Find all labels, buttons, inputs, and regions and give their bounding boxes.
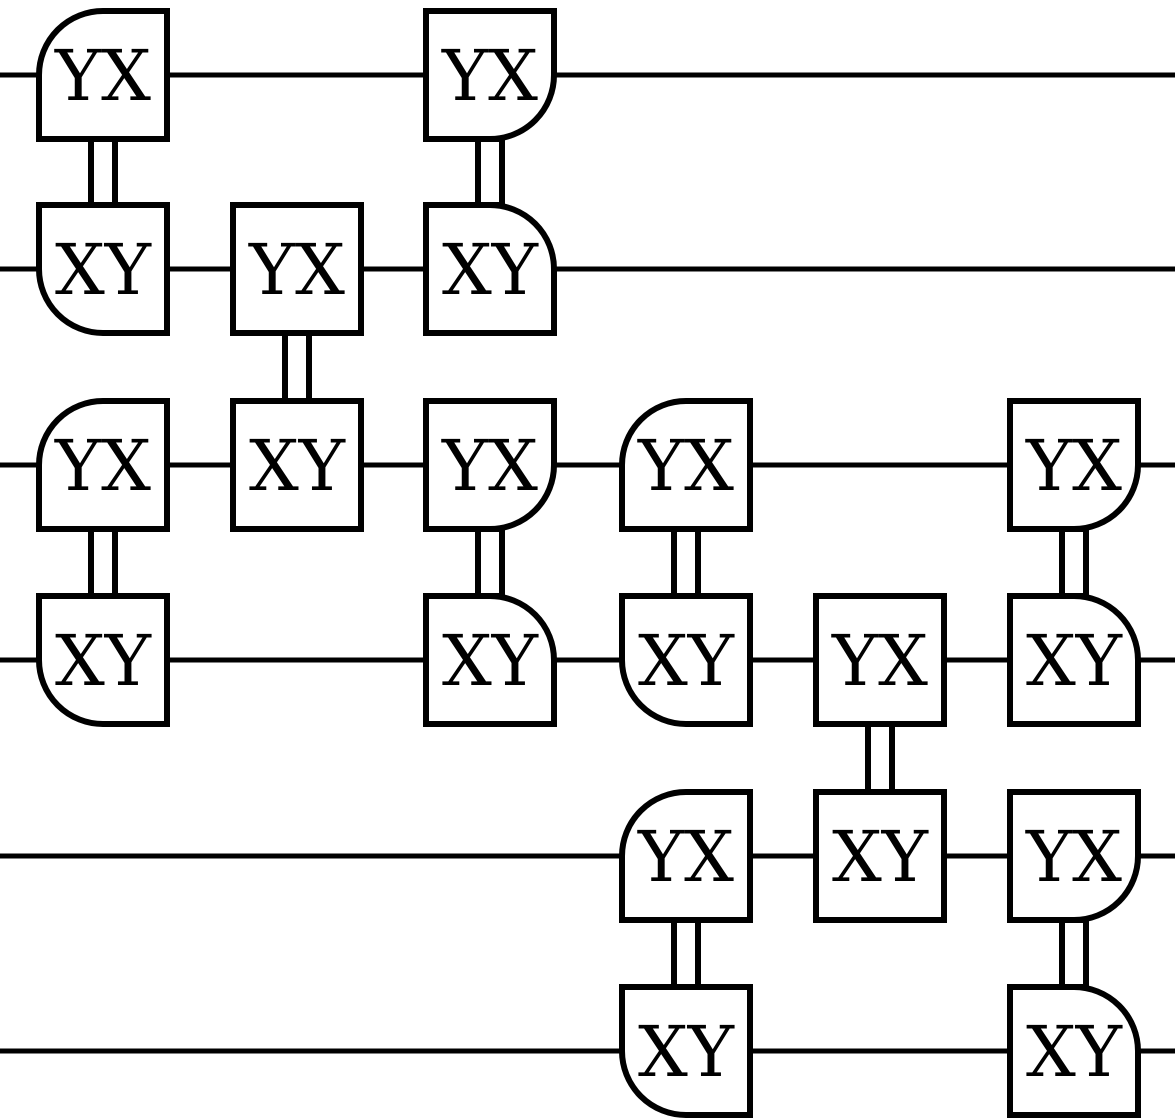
gate-label: YX [441, 425, 538, 507]
gate-xy-9: XY [423, 593, 557, 727]
gate-box [423, 593, 557, 727]
gate-label: XY [638, 1011, 735, 1093]
gate-label: YX [1025, 425, 1122, 507]
gate-xy-1: XY [36, 202, 170, 336]
gate-box [423, 202, 557, 336]
gate-label: YX [637, 425, 734, 507]
gate-label: YX [54, 425, 151, 507]
gate-box [619, 789, 753, 923]
gate-box [619, 593, 753, 727]
gate-xy-15: XY [813, 789, 947, 923]
gate-label: XY [55, 620, 152, 702]
gate-box [1007, 984, 1141, 1118]
gate-label: YX [1025, 816, 1122, 898]
gate-box [36, 593, 170, 727]
gate-yx-12: YX [1007, 398, 1141, 532]
gate-yx-8: YX [423, 398, 557, 532]
gate-box [619, 398, 753, 532]
gate-label: XY [832, 816, 929, 898]
gate-box [619, 984, 753, 1118]
gate-box [230, 398, 364, 532]
gate-xy-17: XY [619, 984, 753, 1118]
gate-box [1007, 593, 1141, 727]
gate-label: YX [441, 35, 538, 117]
gate-label: YX [637, 816, 734, 898]
gate-box [36, 202, 170, 336]
gates: YX XY YX XY YX XY YX XY YX XY YX XY YX XY YX XY YX XY YX XY [36, 8, 1141, 1118]
gate-yx-0: YX [36, 8, 170, 142]
gate-yx-10: YX [619, 398, 753, 532]
gate-yx-6: YX [36, 398, 170, 532]
gate-xy-19: XY [1007, 984, 1141, 1118]
gate-box [423, 8, 557, 142]
gate-xy-5: XY [230, 398, 364, 532]
gate-label: XY [442, 620, 539, 702]
gate-box [423, 398, 557, 532]
gate-box [36, 398, 170, 532]
gate-label: YX [54, 35, 151, 117]
gate-yx-4: YX [230, 202, 364, 336]
gate-link-5 [671, 526, 701, 599]
gate-box [1007, 789, 1141, 923]
gate-label: XY [638, 620, 735, 702]
gate-yx-18: YX [1007, 789, 1141, 923]
gate-label: YX [248, 229, 345, 311]
gate-box [813, 593, 947, 727]
gate-box [36, 8, 170, 142]
gate-label: XY [1026, 1011, 1123, 1093]
gate-label: XY [249, 425, 346, 507]
gate-link-1 [475, 136, 505, 208]
gate-box [230, 202, 364, 336]
gate-label: XY [1026, 620, 1123, 702]
gate-label: XY [442, 229, 539, 311]
wires [0, 72, 1175, 1054]
gate-link-4 [475, 526, 505, 599]
gate-link-2 [282, 330, 312, 404]
gate-link-9 [1059, 917, 1089, 990]
gate-link-0 [88, 136, 118, 208]
gate-link-8 [671, 917, 701, 990]
gate-xy-7: XY [36, 593, 170, 727]
gate-xy-11: XY [619, 593, 753, 727]
gate-link-6 [1059, 526, 1089, 599]
gate-yx-2: YX [423, 8, 557, 142]
gate-box [1007, 398, 1141, 532]
gate-yx-16: YX [619, 789, 753, 923]
gate-link-3 [88, 526, 118, 599]
gate-link-7 [865, 721, 895, 795]
gate-xy-13: XY [1007, 593, 1141, 727]
gate-xy-3: XY [423, 202, 557, 336]
gate-label: YX [831, 620, 928, 702]
gate-yx-14: YX [813, 593, 947, 727]
gate-label: XY [55, 229, 152, 311]
gate-box [813, 789, 947, 923]
